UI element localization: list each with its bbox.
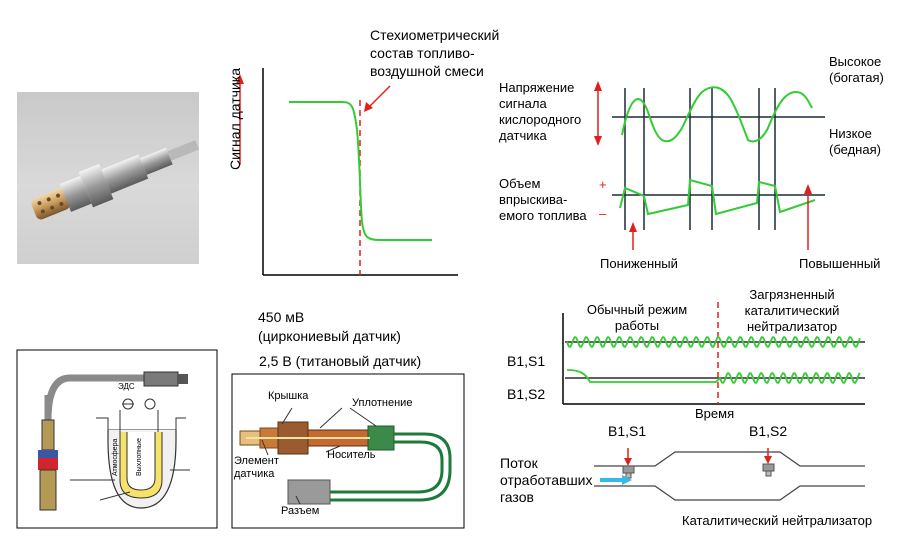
exhaust-label: Выхлопные [136, 438, 143, 476]
zirconia-type: (циркониевый датчик) [258, 328, 401, 344]
b1s1-wave [566, 335, 861, 349]
y-axis-label: Сигнал датчика [227, 67, 243, 170]
cat-b1s2-label: B1,S2 [749, 423, 788, 439]
titanium-drawing [239, 407, 452, 505]
stoich-pointer-head [364, 102, 373, 112]
connector-label: Разъем [281, 505, 320, 517]
carrier-label: Носитель [327, 449, 376, 461]
normal-mode-label: Обычный режим работы [586, 302, 688, 333]
pipe-top [594, 451, 865, 467]
b1s2-pointer-head [764, 456, 772, 464]
time-label: Время [695, 406, 735, 421]
sensor-photo-drawing [31, 140, 199, 220]
sensor-b1s2-icon [762, 463, 775, 477]
element-label: Элемент датчика [234, 455, 279, 480]
eds-label: ЭДС [118, 382, 135, 391]
reduced-pointer-head [629, 222, 637, 232]
increased-label: Повышенный [799, 256, 881, 271]
voltage-wave [621, 86, 813, 143]
voltage-arrow-up [594, 81, 602, 91]
catalyst-name: Каталитический нейтрализатор [682, 513, 873, 528]
atmosphere-label: Атмосфера [112, 438, 119, 476]
pipe-bottom [594, 485, 865, 501]
sensor-photo [17, 92, 199, 264]
y-arrow-head [236, 74, 244, 84]
titania-voltage: 2,5 В (титановый датчик) [259, 353, 422, 369]
voltage-label: Напряжение сигнала кислородного датчика [499, 80, 582, 143]
cat-b1s1-label: B1,S1 [608, 423, 647, 439]
b1s2-wave [566, 369, 861, 385]
sensor-b1s1-icon [622, 465, 635, 479]
signal-curve [289, 101, 432, 241]
stoich-pointer [367, 85, 391, 109]
high-rich-label: Высокое (богатая) [829, 54, 884, 85]
contaminated-label: Загрязненный каталитический нейтрализато… [744, 287, 840, 334]
low-lean-label: Низкое (бедная) [829, 126, 881, 157]
increased-pointer-head [804, 184, 812, 194]
seal-label: Уплотнение [352, 397, 413, 409]
voltage-arrow-down [594, 136, 602, 146]
zirconia-value: 450 мВ [258, 309, 305, 325]
b1s1-pointer-head [624, 458, 632, 466]
injection-label: Объем впрыскива- емого топлива [499, 176, 587, 223]
injection-wave [619, 178, 816, 216]
titanium-frame [231, 373, 465, 529]
exhaust-flow-label: Поток отработавших газов [500, 455, 593, 505]
plus-sign: + [599, 177, 607, 192]
reduced-label: Пониженный [600, 256, 678, 271]
schematic-drawing [38, 371, 190, 511]
g3-b1s2-label: B1,S2 [507, 386, 546, 402]
minus-sign: – [599, 206, 607, 221]
stoichiometric-label: Стехиометрический состав топливо- воздуш… [370, 27, 500, 79]
cover-label: Крышка [268, 390, 309, 402]
exhaust-flow-arrow-head [622, 475, 632, 485]
g3-b1s1-label: B1,S1 [507, 353, 546, 369]
